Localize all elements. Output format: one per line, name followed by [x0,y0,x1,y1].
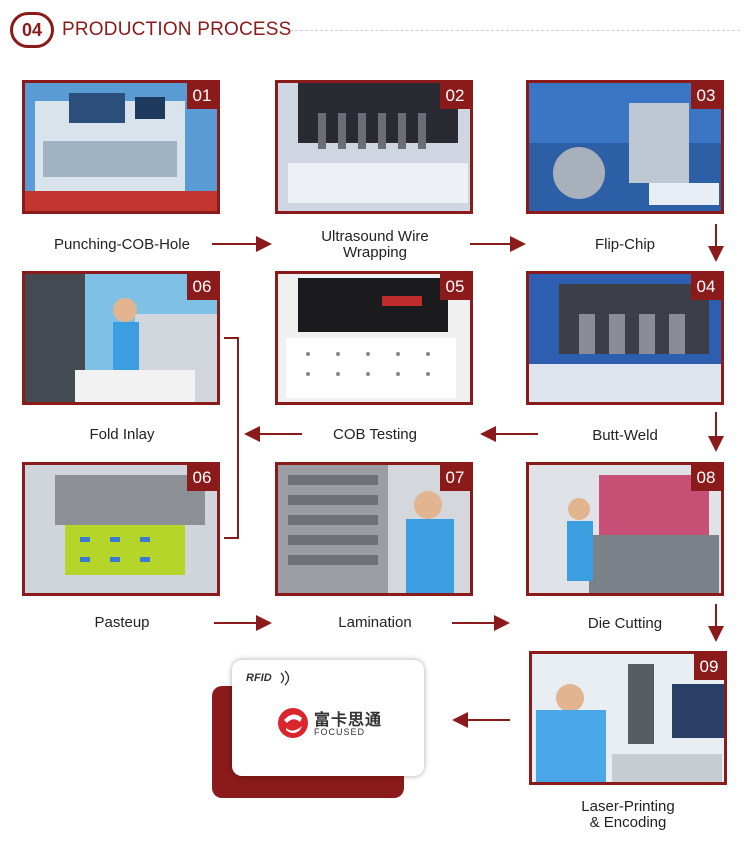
section-number-badge: 04 [10,12,54,48]
flipchip-machine-image [529,83,721,211]
step-label: COB Testing [333,426,417,443]
section-title: PRODUCTION PROCESS [62,19,292,40]
step-number: 09 [694,654,724,680]
step-label: Pasteup [94,614,150,631]
photo-laser-printing: 09 [529,651,727,785]
step-number: 04 [691,274,721,300]
butt-weld-image [529,274,721,402]
step-number: 06 [187,274,217,300]
step-number: 02 [440,83,470,109]
step-number: 06 [187,465,217,491]
section-header: 04 PRODUCTION PROCESS [0,0,750,60]
focused-logo-icon [278,708,308,738]
brand-name-en: FOCUSED [314,727,366,737]
photo-punching: 01 [22,80,220,214]
step-label: Lamination [338,614,412,631]
step-label-line2: & Encoding [589,814,667,831]
step-label-line1: Ultrasound Wire [321,228,429,245]
step-number: 05 [440,274,470,300]
step-label-line2: Wrapping [343,244,407,261]
photo-butt-weld: 04 [526,271,724,405]
photo-fold-inlay: 06 [22,271,220,405]
step-label: Flip-Chip [594,236,655,253]
photo-flipchip: 03 [526,80,724,214]
step-label: Butt-Weld [592,427,658,444]
step-label: Ultrasound Wire Wrapping [265,229,485,261]
step-number: 07 [440,465,470,491]
lamination-image [278,465,470,593]
brand-name-cn: 富卡思通 [314,712,383,729]
bracket-06 [224,337,239,539]
step-label-line1: Laser-Printing [581,798,675,815]
pasteup-image [25,465,217,593]
photo-lamination: 07 [275,462,473,596]
step-number: 03 [691,83,721,109]
step-label: Laser-Printing & Encoding [518,799,738,831]
header-divider [290,30,740,31]
photo-cob-testing: 05 [275,271,473,405]
step-label: Punching-COB-Hole [54,236,190,253]
photo-ultrasound: 02 [275,80,473,214]
step-label: Fold Inlay [89,426,155,443]
step-label: Die Cutting [587,615,663,632]
punching-machine-image [25,83,217,211]
laser-printing-image [532,654,724,782]
rfid-label: RFID [246,672,272,684]
die-cutting-image [529,465,721,593]
rfid-card: RFID 富卡思通 FOCUSED [232,660,424,776]
ultrasound-machine-image [278,83,470,211]
step-number: 01 [187,83,217,109]
section-number: 04 [21,20,43,40]
rfid-wave-icon [280,670,290,686]
photo-die-cutting: 08 [526,462,724,596]
cob-testing-image [278,274,470,402]
fold-inlay-image [25,274,217,402]
photo-pasteup: 06 [22,462,220,596]
step-number: 08 [691,465,721,491]
